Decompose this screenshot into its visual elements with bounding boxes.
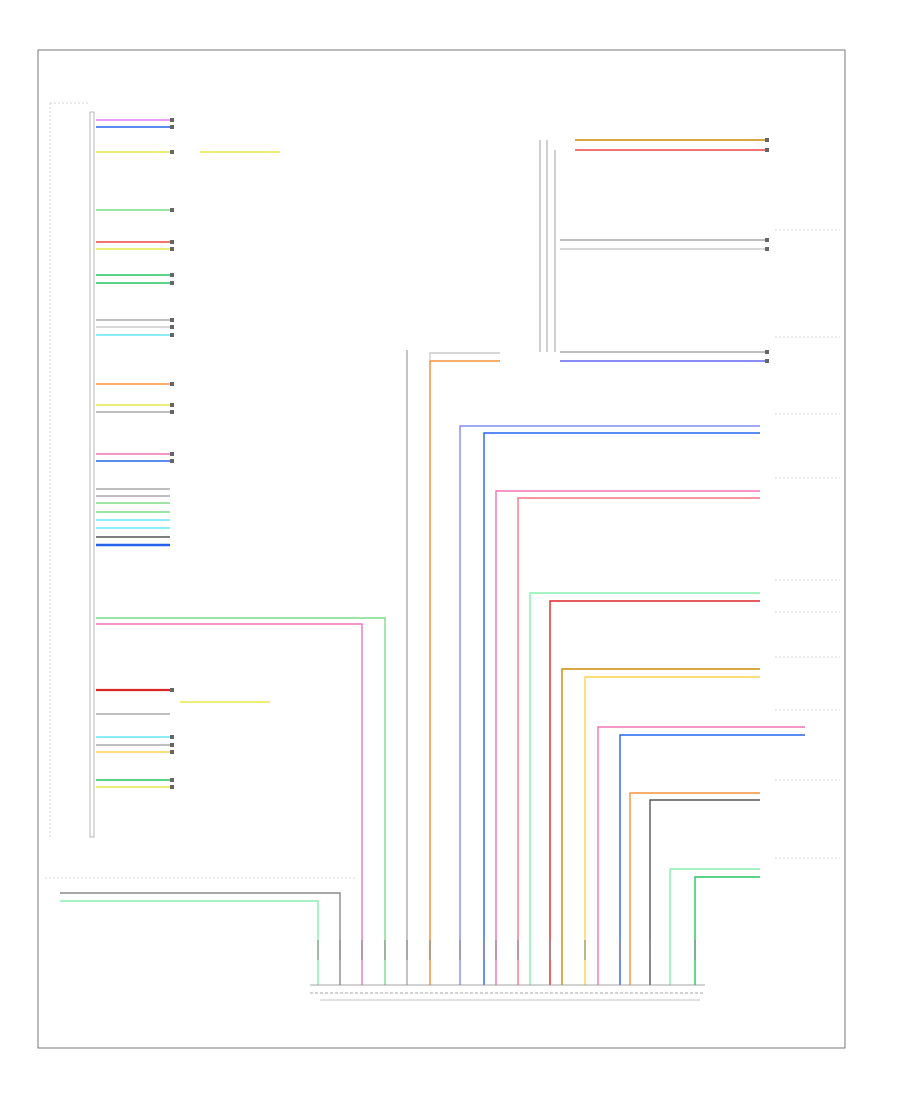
- right-component-headers: [775, 229, 840, 859]
- left-routed-wires: [60, 617, 386, 985]
- center-wires: [406, 350, 805, 985]
- diagram-frame: [37, 49, 846, 1049]
- bottom-junction-connector: [310, 984, 705, 1001]
- left-wire-stubs: [96, 119, 280, 788]
- connector-pins: [170, 118, 769, 789]
- left-connector: [45, 102, 355, 879]
- bottom-connector-ticks: [317, 940, 696, 960]
- upper-right-wires: [539, 139, 765, 362]
